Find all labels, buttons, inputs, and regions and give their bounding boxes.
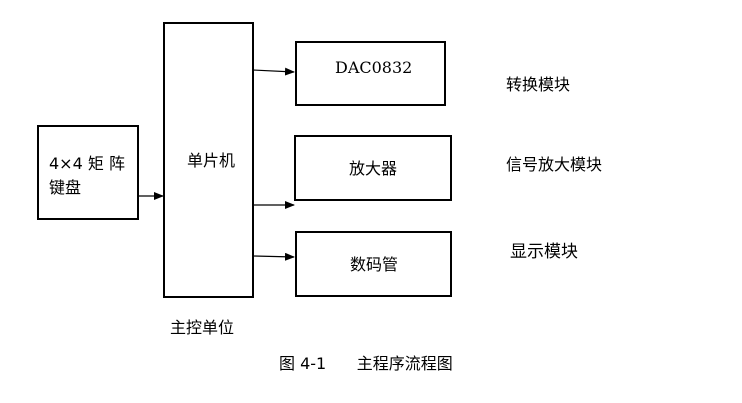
led-tube-label: 数码管: [350, 255, 399, 274]
keypad-block: 4×4 矩 阵 键盘: [37, 125, 139, 220]
led-tube-block: 数码管: [295, 231, 452, 297]
signal-amp-module-label: 信号放大模块: [506, 155, 603, 174]
figure-caption: 图 4-1 主程序流程图: [279, 354, 453, 373]
mcu-label: 单片机: [187, 151, 236, 170]
amplifier-block: 放大器: [294, 135, 452, 201]
dac-block: DAC0832: [295, 41, 446, 106]
arrow-mcu-to-dac: [252, 67, 295, 76]
arrow-mcu-to-led-tube: [252, 252, 295, 261]
mcu-block: 单片机: [163, 22, 254, 298]
dac-label: DAC0832: [335, 58, 413, 77]
mcu-caption: 主控单位: [170, 318, 235, 337]
amplifier-label: 放大器: [349, 159, 398, 178]
conversion-module-label: 转换模块: [506, 75, 571, 94]
keypad-label: 4×4 矩 阵 键盘: [49, 154, 125, 197]
display-module-label: 显示模块: [510, 242, 578, 262]
